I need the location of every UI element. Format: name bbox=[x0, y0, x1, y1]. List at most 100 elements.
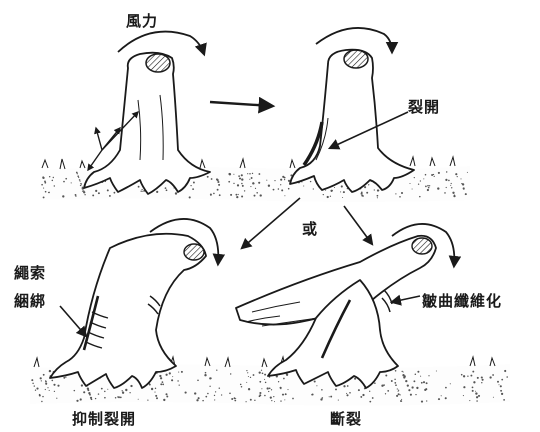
ground-stipple-dot bbox=[420, 180, 421, 181]
ground-stipple-dot bbox=[162, 381, 164, 383]
ground-stipple-dot bbox=[196, 399, 198, 401]
ground-stipple-dot bbox=[340, 191, 341, 192]
ground-stipple-dot bbox=[41, 401, 42, 402]
ground-stipple-dot bbox=[467, 376, 468, 377]
ground-stipple-dot bbox=[156, 191, 158, 193]
ground-stipple-dot bbox=[209, 386, 210, 387]
ground-stipple-dot bbox=[138, 186, 140, 188]
ground-stipple-dot bbox=[470, 375, 472, 377]
ground-stipple-dot bbox=[92, 194, 94, 196]
ground-stipple-dot bbox=[213, 193, 215, 195]
ground-stipple-dot bbox=[249, 173, 251, 175]
ground-stipple-dot bbox=[248, 376, 249, 377]
ground-stipple-dot bbox=[343, 385, 345, 387]
ground-stipple-dot bbox=[80, 398, 82, 400]
ground-stipple-dot bbox=[81, 384, 83, 386]
ground-stipple-dot bbox=[236, 196, 238, 198]
ground-stipple-dot bbox=[76, 400, 78, 402]
ground-stipple-dot bbox=[230, 194, 232, 196]
ground-stipple-dot bbox=[49, 390, 50, 391]
ground-stipple-dot bbox=[457, 176, 458, 177]
ground-stipple-dot bbox=[281, 189, 283, 191]
ground-stipple-dot bbox=[472, 387, 474, 389]
ground-stipple-dot bbox=[259, 394, 260, 395]
ground-stipple-dot bbox=[156, 397, 158, 399]
ground-stipple-dot bbox=[253, 374, 255, 376]
ground-stipple-dot bbox=[273, 189, 275, 191]
ground-stipple-dot bbox=[445, 387, 447, 389]
ground-stipple-dot bbox=[65, 376, 66, 377]
ground-stipple-dot bbox=[431, 174, 433, 176]
ground-stipple-dot bbox=[241, 178, 243, 180]
ground-stipple-dot bbox=[63, 377, 65, 379]
ground-stipple-dot bbox=[425, 174, 427, 176]
ground-stipple-dot bbox=[234, 397, 236, 399]
label-rope-line1: 繩索 bbox=[14, 262, 46, 283]
ground-stipple-dot bbox=[45, 383, 47, 385]
ground-stipple-dot bbox=[303, 185, 304, 186]
ground-stipple-dot bbox=[427, 185, 429, 187]
ground-stipple-dot bbox=[383, 384, 385, 386]
ground-stipple-dot bbox=[463, 188, 464, 189]
ground-stipple-dot bbox=[261, 388, 262, 389]
ground-stipple-dot bbox=[249, 179, 250, 180]
ground-stipple-dot bbox=[323, 194, 324, 195]
ground-stipple-dot bbox=[194, 392, 196, 394]
ground-stipple-dot bbox=[385, 375, 387, 377]
ground-stipple-dot bbox=[254, 195, 256, 197]
ground-stipple-dot bbox=[109, 195, 111, 197]
ground-stipple-dot bbox=[77, 175, 79, 177]
ground-stipple-dot bbox=[42, 177, 44, 179]
ground-stipple-dot bbox=[398, 393, 400, 395]
ground-stipple-dot bbox=[347, 385, 349, 387]
ground-stipple-dot bbox=[181, 371, 183, 373]
ground-stipple-dot bbox=[76, 172, 78, 174]
ground-stipple-dot bbox=[217, 179, 219, 181]
ground-stipple-dot bbox=[166, 189, 168, 191]
ground-stipple-dot bbox=[165, 393, 167, 395]
ground-stipple-dot bbox=[258, 173, 260, 175]
ground-stipple-dot bbox=[395, 193, 396, 194]
ground-stipple-dot bbox=[262, 372, 264, 374]
ground-stipple-dot bbox=[229, 393, 231, 395]
ground-stipple-dot bbox=[118, 396, 120, 398]
ground-stipple-dot bbox=[52, 180, 54, 182]
ground-stipple-dot bbox=[500, 385, 502, 387]
ground-stipple-dot bbox=[239, 177, 241, 179]
ground-stipple-dot bbox=[451, 187, 452, 188]
ground-stipple-dot bbox=[417, 371, 419, 373]
ground-stipple-dot bbox=[231, 398, 233, 400]
ground-stipple-dot bbox=[354, 378, 356, 380]
ground-stipple-dot bbox=[252, 173, 253, 174]
ground-stipple-dot bbox=[178, 372, 179, 373]
ground-stipple-dot bbox=[125, 389, 127, 391]
ground-stipple-dot bbox=[421, 382, 423, 384]
ground-stipple-dot bbox=[91, 398, 93, 400]
ground-stipple-dot bbox=[361, 195, 363, 197]
ground-stipple-dot bbox=[268, 185, 270, 187]
ground-stipple-dot bbox=[475, 392, 477, 394]
ground-stipple-dot bbox=[482, 379, 484, 381]
ground-stipple-dot bbox=[401, 371, 402, 372]
ground-stipple-dot bbox=[238, 194, 239, 195]
ground-stipple-dot bbox=[54, 185, 55, 186]
ground-stipple-dot bbox=[441, 395, 442, 396]
ground-stipple-dot bbox=[45, 389, 46, 390]
ground-stipple-dot bbox=[401, 399, 402, 400]
ground-stipple-dot bbox=[95, 190, 97, 192]
ground-stipple-dot bbox=[75, 195, 76, 196]
ground-stipple-dot bbox=[504, 370, 506, 372]
ground-stipple-dot bbox=[48, 192, 49, 193]
ground-stipple-dot bbox=[478, 395, 480, 397]
ground-stipple-dot bbox=[343, 191, 345, 193]
ground-stipple-dot bbox=[311, 394, 312, 395]
ground-stipple-dot bbox=[53, 177, 54, 178]
ground-stipple-dot bbox=[274, 180, 275, 181]
ground-stipple-dot bbox=[497, 381, 499, 383]
ground-stipple-dot bbox=[241, 174, 243, 176]
ground-stipple-dot bbox=[377, 197, 378, 198]
ground-stipple-dot bbox=[460, 178, 461, 179]
ground-stipple-dot bbox=[233, 174, 234, 175]
ground-stipple-dot bbox=[450, 383, 451, 384]
ground-stipple-dot bbox=[492, 374, 494, 376]
